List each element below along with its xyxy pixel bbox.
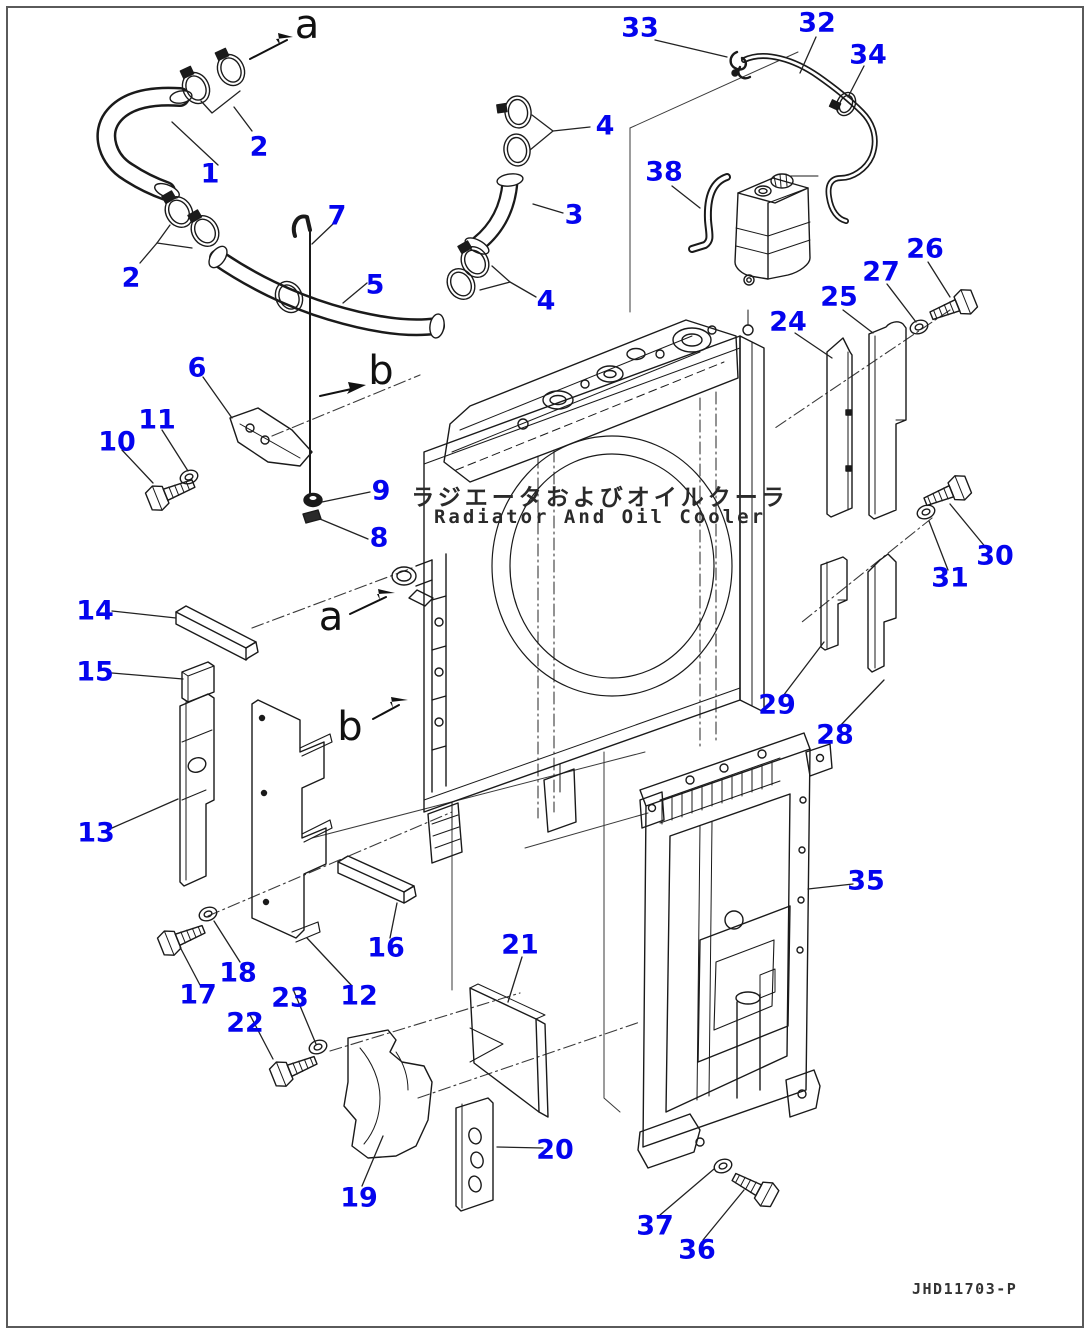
callout-18: 18 (219, 957, 257, 989)
plate-19 (343, 1029, 433, 1159)
plate-12 (251, 699, 333, 943)
callout-19: 19 (340, 1182, 378, 1214)
callout-34: 34 (849, 39, 887, 71)
callout-25: 25 (820, 281, 858, 313)
strip-28 (867, 553, 897, 673)
pad-21 (469, 983, 549, 1118)
callout-2: 2 (121, 262, 141, 294)
callout-14: 14 (76, 595, 114, 627)
callout-6: 6 (187, 352, 207, 384)
callout-2: 2 (249, 131, 269, 163)
view-letter-b: b (337, 704, 363, 750)
hose-clamp-2-left-pair (161, 190, 220, 248)
washer-18 (198, 906, 218, 922)
hose-clamp-4-top-pair (496, 95, 532, 167)
region-boundary-lines (311, 51, 799, 1113)
view-letter-b: b (368, 348, 394, 394)
hose-38 (688, 173, 731, 253)
callout-27: 27 (862, 256, 900, 288)
callout-35: 35 (847, 865, 885, 897)
callout-21: 21 (501, 929, 539, 961)
pad-15 (181, 661, 215, 703)
bolt-30 (923, 475, 973, 507)
clamp-34 (828, 91, 857, 117)
callout-12: 12 (340, 980, 378, 1012)
bracket-6 (229, 407, 313, 467)
callout-9: 9 (371, 475, 391, 507)
clip-8 (302, 509, 322, 524)
washer-11 (179, 469, 199, 485)
callout-5: 5 (365, 269, 385, 301)
callout-37: 37 (636, 1210, 674, 1242)
tube-32 (741, 53, 878, 224)
callout-4: 4 (595, 110, 615, 142)
callout-30: 30 (976, 540, 1014, 572)
callout-24: 24 (769, 306, 807, 338)
callout-10: 10 (98, 426, 136, 458)
reservoir-tank (734, 173, 811, 286)
drawing-title-english: Radiator And Oil Cooler (433, 506, 767, 528)
strip-14 (175, 605, 259, 661)
leader-lines (111, 36, 988, 1241)
hose-clamp-4-bottom-pair (446, 240, 490, 301)
callout-38: 38 (645, 156, 683, 188)
callout-20: 20 (536, 1134, 574, 1166)
bolt-22 (268, 1055, 318, 1087)
view-letter-a: a (294, 2, 320, 48)
strip-16 (337, 855, 417, 904)
strip-29 (820, 556, 848, 651)
callout-7: 7 (327, 200, 347, 232)
callout-8: 8 (369, 522, 389, 554)
callout-33: 33 (621, 12, 659, 44)
bolt-26 (929, 289, 979, 321)
view-letter-a: a (318, 594, 344, 640)
callout-17: 17 (179, 979, 217, 1011)
callout-22: 22 (226, 1007, 264, 1039)
clip-33 (729, 50, 752, 80)
hose-1 (96, 86, 193, 201)
callout-28: 28 (816, 719, 854, 751)
callout-31: 31 (931, 562, 969, 594)
washer-23 (308, 1039, 328, 1055)
washer-37 (713, 1158, 733, 1174)
callout-13: 13 (77, 817, 115, 849)
strip-24 (826, 337, 853, 518)
bolt-36 (731, 1172, 780, 1208)
hose-5 (208, 245, 445, 339)
washer-27 (909, 319, 929, 335)
callout-16: 16 (367, 932, 405, 964)
drawing-code: JHD11703-P (912, 1280, 1018, 1298)
rod-7 (291, 214, 312, 498)
callout-23: 23 (271, 982, 309, 1014)
drawing-title-japanese: ラジエータおよびオイルクーラ (411, 485, 789, 511)
strip-13 (179, 693, 215, 887)
hose-3 (464, 173, 524, 255)
center-axis-lines (207, 309, 951, 1099)
callout-26: 26 (906, 233, 944, 265)
callout-11: 11 (138, 404, 176, 436)
bolt-10 (144, 479, 196, 511)
plate-20 (455, 1097, 494, 1212)
callout-15: 15 (76, 656, 114, 688)
callout-1: 1 (200, 158, 220, 190)
washer-31 (916, 504, 936, 520)
callout-36: 36 (678, 1234, 716, 1266)
view-arrows (249, 33, 408, 720)
strip-25 (868, 321, 907, 520)
radiator-assembly (391, 309, 765, 864)
grommet-9 (303, 492, 323, 508)
frame-35 (637, 732, 833, 1169)
callout-29: 29 (758, 689, 796, 721)
callout-32: 32 (798, 7, 836, 39)
callout-4: 4 (536, 285, 556, 317)
callout-3: 3 (564, 199, 584, 231)
